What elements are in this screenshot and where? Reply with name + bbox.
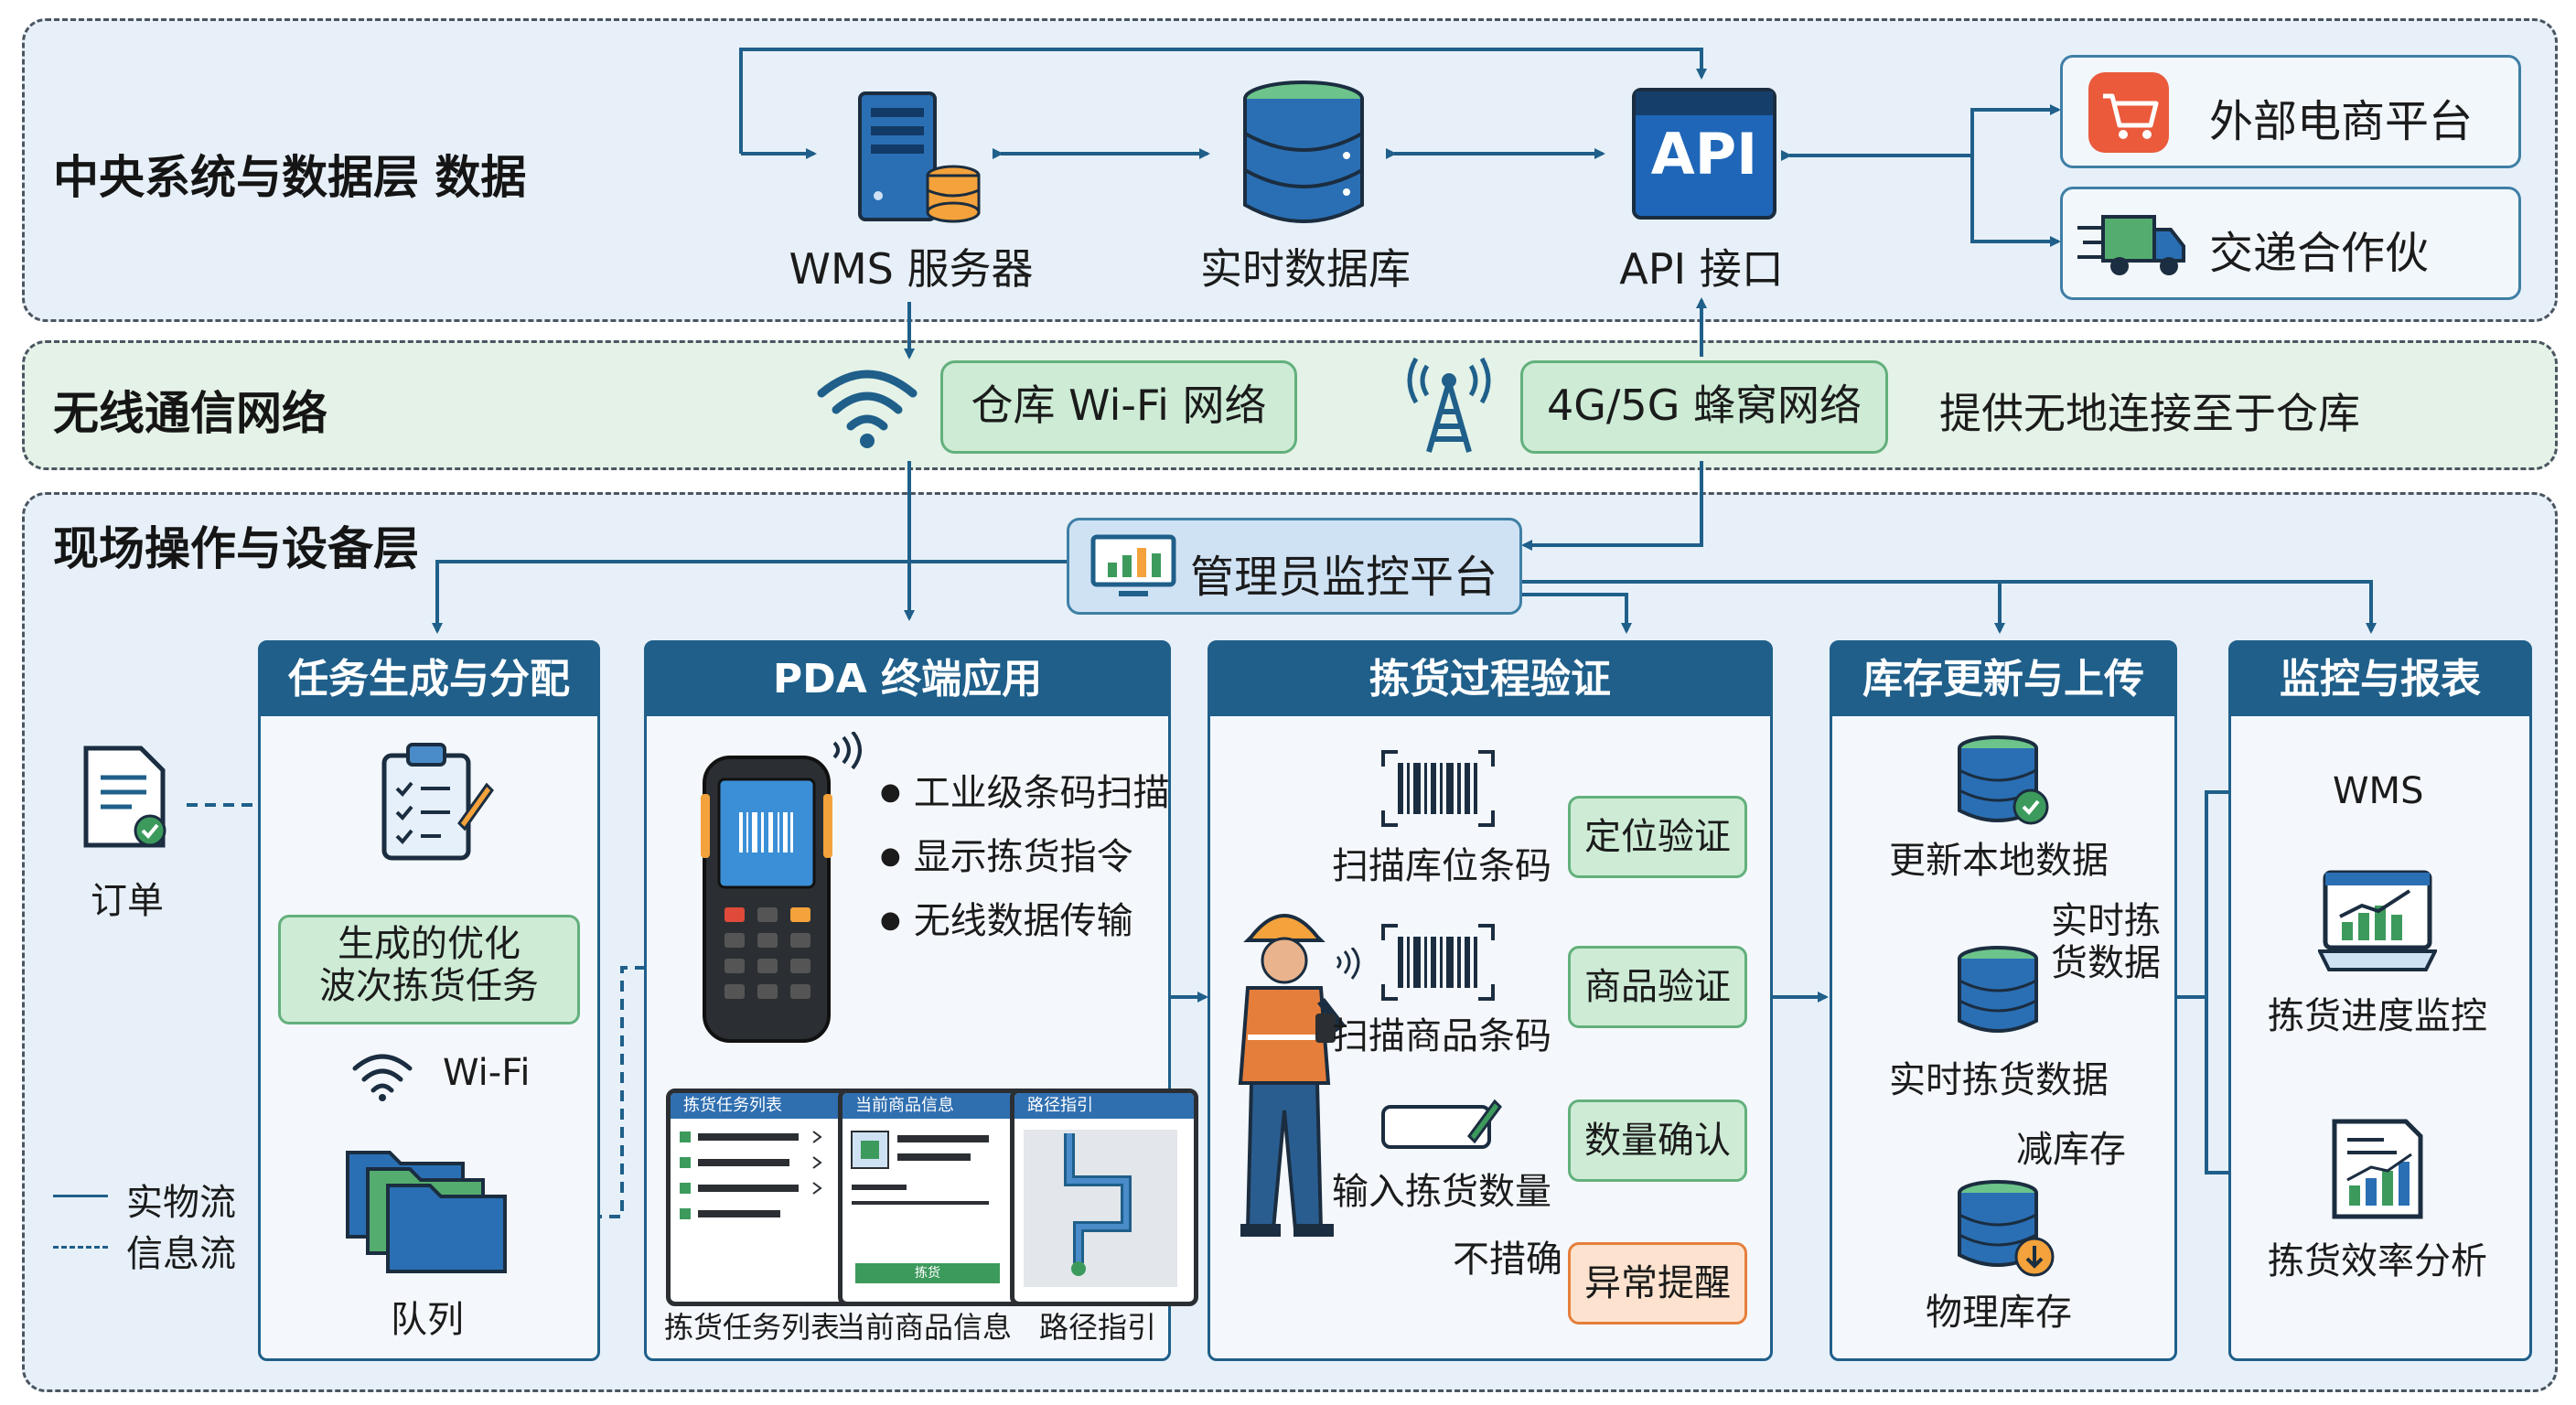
monitor-chart-icon bbox=[1090, 534, 1176, 596]
realtime-pick-note-line2: 货数据 bbox=[2051, 942, 2161, 984]
wms-server-label: WMS 服务器 bbox=[789, 244, 1034, 294]
order-label: 订单 bbox=[91, 880, 164, 922]
scan-signal-icon bbox=[832, 732, 862, 770]
task-wifi-label: Wi-Fi bbox=[443, 1052, 531, 1094]
wireless-layer-title: 无线通信网络 bbox=[53, 387, 327, 440]
ecommerce-box: 外部电商平台 bbox=[2060, 55, 2521, 168]
realtime-db-label: 实时数据库 bbox=[1200, 244, 1411, 294]
legend-physical-label: 实物流 bbox=[126, 1182, 236, 1224]
inaccurate-label: 不措确 bbox=[1453, 1239, 1562, 1281]
shopping-cart-icon bbox=[2088, 72, 2169, 153]
scan-location-label: 扫描库位条码 bbox=[1332, 845, 1551, 887]
pda-bullet-1: 工业级条码扫描 bbox=[880, 763, 1170, 816]
screen-route-guide: 路径指引 bbox=[1010, 1089, 1198, 1306]
queue-label: 队列 bbox=[391, 1299, 464, 1341]
admin-monitor-platform: 管理员监控平台 bbox=[1067, 518, 1522, 615]
ecommerce-label: 外部电商平台 bbox=[2209, 96, 2474, 147]
report-panel-title: 监控与报表 bbox=[2231, 643, 2529, 716]
update-db-icon bbox=[1958, 735, 2049, 825]
screen-product-info-caption: 当前商品信息 bbox=[835, 1310, 1012, 1345]
server-icon bbox=[858, 91, 981, 223]
realtime-pick-note: 实时拣 货数据 bbox=[2051, 900, 2161, 984]
deduct-label: 减库存 bbox=[2016, 1129, 2126, 1171]
efficiency-analysis-label: 拣货效率分析 bbox=[2268, 1240, 2487, 1282]
cell-tower-icon bbox=[1407, 357, 1491, 453]
progress-monitor-label: 拣货进度监控 bbox=[2268, 995, 2487, 1037]
database-icon bbox=[1243, 80, 1364, 223]
optimized-task-line1: 生成的优化 bbox=[338, 923, 521, 965]
cellular-pill: 4G/5G 蜂窝网络 bbox=[1520, 360, 1888, 454]
pda-bullet-2: 显示拣货指令 bbox=[880, 827, 1133, 880]
product-verify-box: 商品验证 bbox=[1568, 946, 1747, 1028]
product-barcode-icon bbox=[1381, 924, 1495, 1001]
task-panel-title: 任务生成与分配 bbox=[261, 643, 597, 716]
screen-task-list: 拣货任务列表 bbox=[666, 1089, 854, 1306]
warehouse-wifi-pill: 仓库 Wi-Fi 网络 bbox=[940, 360, 1297, 454]
small-wifi-icon bbox=[352, 1054, 413, 1101]
physical-inventory-icon bbox=[1958, 1180, 2055, 1277]
order-document-icon bbox=[83, 745, 166, 848]
qty-confirm-box: 数量确认 bbox=[1568, 1099, 1747, 1182]
update-local-label: 更新本地数据 bbox=[1889, 840, 2109, 882]
efficiency-report-icon bbox=[2332, 1119, 2423, 1219]
optimized-task-line2: 波次拣货任务 bbox=[319, 965, 539, 1007]
realtime-data-label: 实时拣货数据 bbox=[1889, 1059, 2109, 1101]
screen-route-guide-header: 路径指引 bbox=[1014, 1093, 1194, 1119]
scan-product-label: 扫描商品条码 bbox=[1332, 1015, 1551, 1057]
delivery-truck-icon bbox=[2077, 215, 2185, 275]
route-map bbox=[1024, 1130, 1177, 1287]
screen-product-info: 当前商品信息 拣货 bbox=[838, 1089, 1026, 1306]
screen-task-list-caption: 拣货任务列表 bbox=[663, 1310, 840, 1345]
logistics-label: 交递合作伙 bbox=[2209, 228, 2430, 279]
input-qty-label: 输入拣货数量 bbox=[1332, 1171, 1551, 1213]
physical-inventory-label: 物理库存 bbox=[1926, 1292, 2072, 1334]
quantity-input-icon bbox=[1381, 1099, 1502, 1149]
wifi-icon bbox=[817, 370, 918, 448]
logistics-box: 交递合作伙 bbox=[2060, 187, 2521, 300]
api-icon: API bbox=[1632, 88, 1776, 220]
screen-task-list-header: 拣货任务列表 bbox=[671, 1093, 850, 1119]
worker-scan-signal-icon bbox=[1336, 948, 1360, 980]
field-layer-title: 现场操作与设备层 bbox=[53, 522, 419, 575]
pda-panel-title: PDA 终端应用 bbox=[647, 643, 1168, 716]
worker-icon bbox=[1238, 914, 1347, 1237]
screen-route-guide-caption: 路径指引 bbox=[1038, 1310, 1156, 1345]
admin-platform-label: 管理员监控平台 bbox=[1190, 552, 1498, 603]
legend-info-label: 信息流 bbox=[126, 1233, 236, 1275]
legend-physical-line bbox=[53, 1195, 108, 1197]
task-list-rows bbox=[680, 1131, 822, 1219]
api-icon-text: API bbox=[1650, 121, 1758, 188]
wireless-description: 提供无地连接至于仓库 bbox=[1939, 389, 2360, 438]
inventory-panel-title: 库存更新与上传 bbox=[1832, 643, 2174, 716]
optimized-task-box: 生成的优化 波次拣货任务 bbox=[278, 915, 580, 1024]
screen-product-info-header: 当前商品信息 bbox=[843, 1093, 1022, 1119]
location-barcode-icon bbox=[1381, 750, 1495, 827]
legend-info-line bbox=[53, 1246, 108, 1249]
report-wms-label: WMS bbox=[2333, 770, 2424, 812]
api-icon-bar bbox=[1636, 91, 1773, 115]
realtime-pick-note-line1: 实时拣 bbox=[2051, 900, 2161, 942]
report-panel: 监控与报表 bbox=[2228, 640, 2532, 1361]
exception-alert-box: 异常提醒 bbox=[1568, 1242, 1747, 1325]
api-label: API 接口 bbox=[1619, 244, 1784, 294]
progress-monitor-icon bbox=[2318, 870, 2437, 971]
folder-queue-icon bbox=[346, 1151, 507, 1273]
clipboard-checklist-icon bbox=[381, 743, 494, 861]
pick-confirm-button[interactable]: 拣货 bbox=[855, 1263, 1000, 1283]
pda-bullet-3: 无线数据传输 bbox=[880, 891, 1133, 944]
verify-panel-title: 拣货过程验证 bbox=[1210, 643, 1770, 716]
pda-device-icon bbox=[701, 756, 832, 1043]
location-verify-box: 定位验证 bbox=[1568, 796, 1747, 878]
central-layer-title: 中央系统与数据层 数据 bbox=[53, 151, 527, 204]
realtime-db-small-icon bbox=[1958, 946, 2038, 1033]
product-info-content bbox=[851, 1131, 989, 1205]
